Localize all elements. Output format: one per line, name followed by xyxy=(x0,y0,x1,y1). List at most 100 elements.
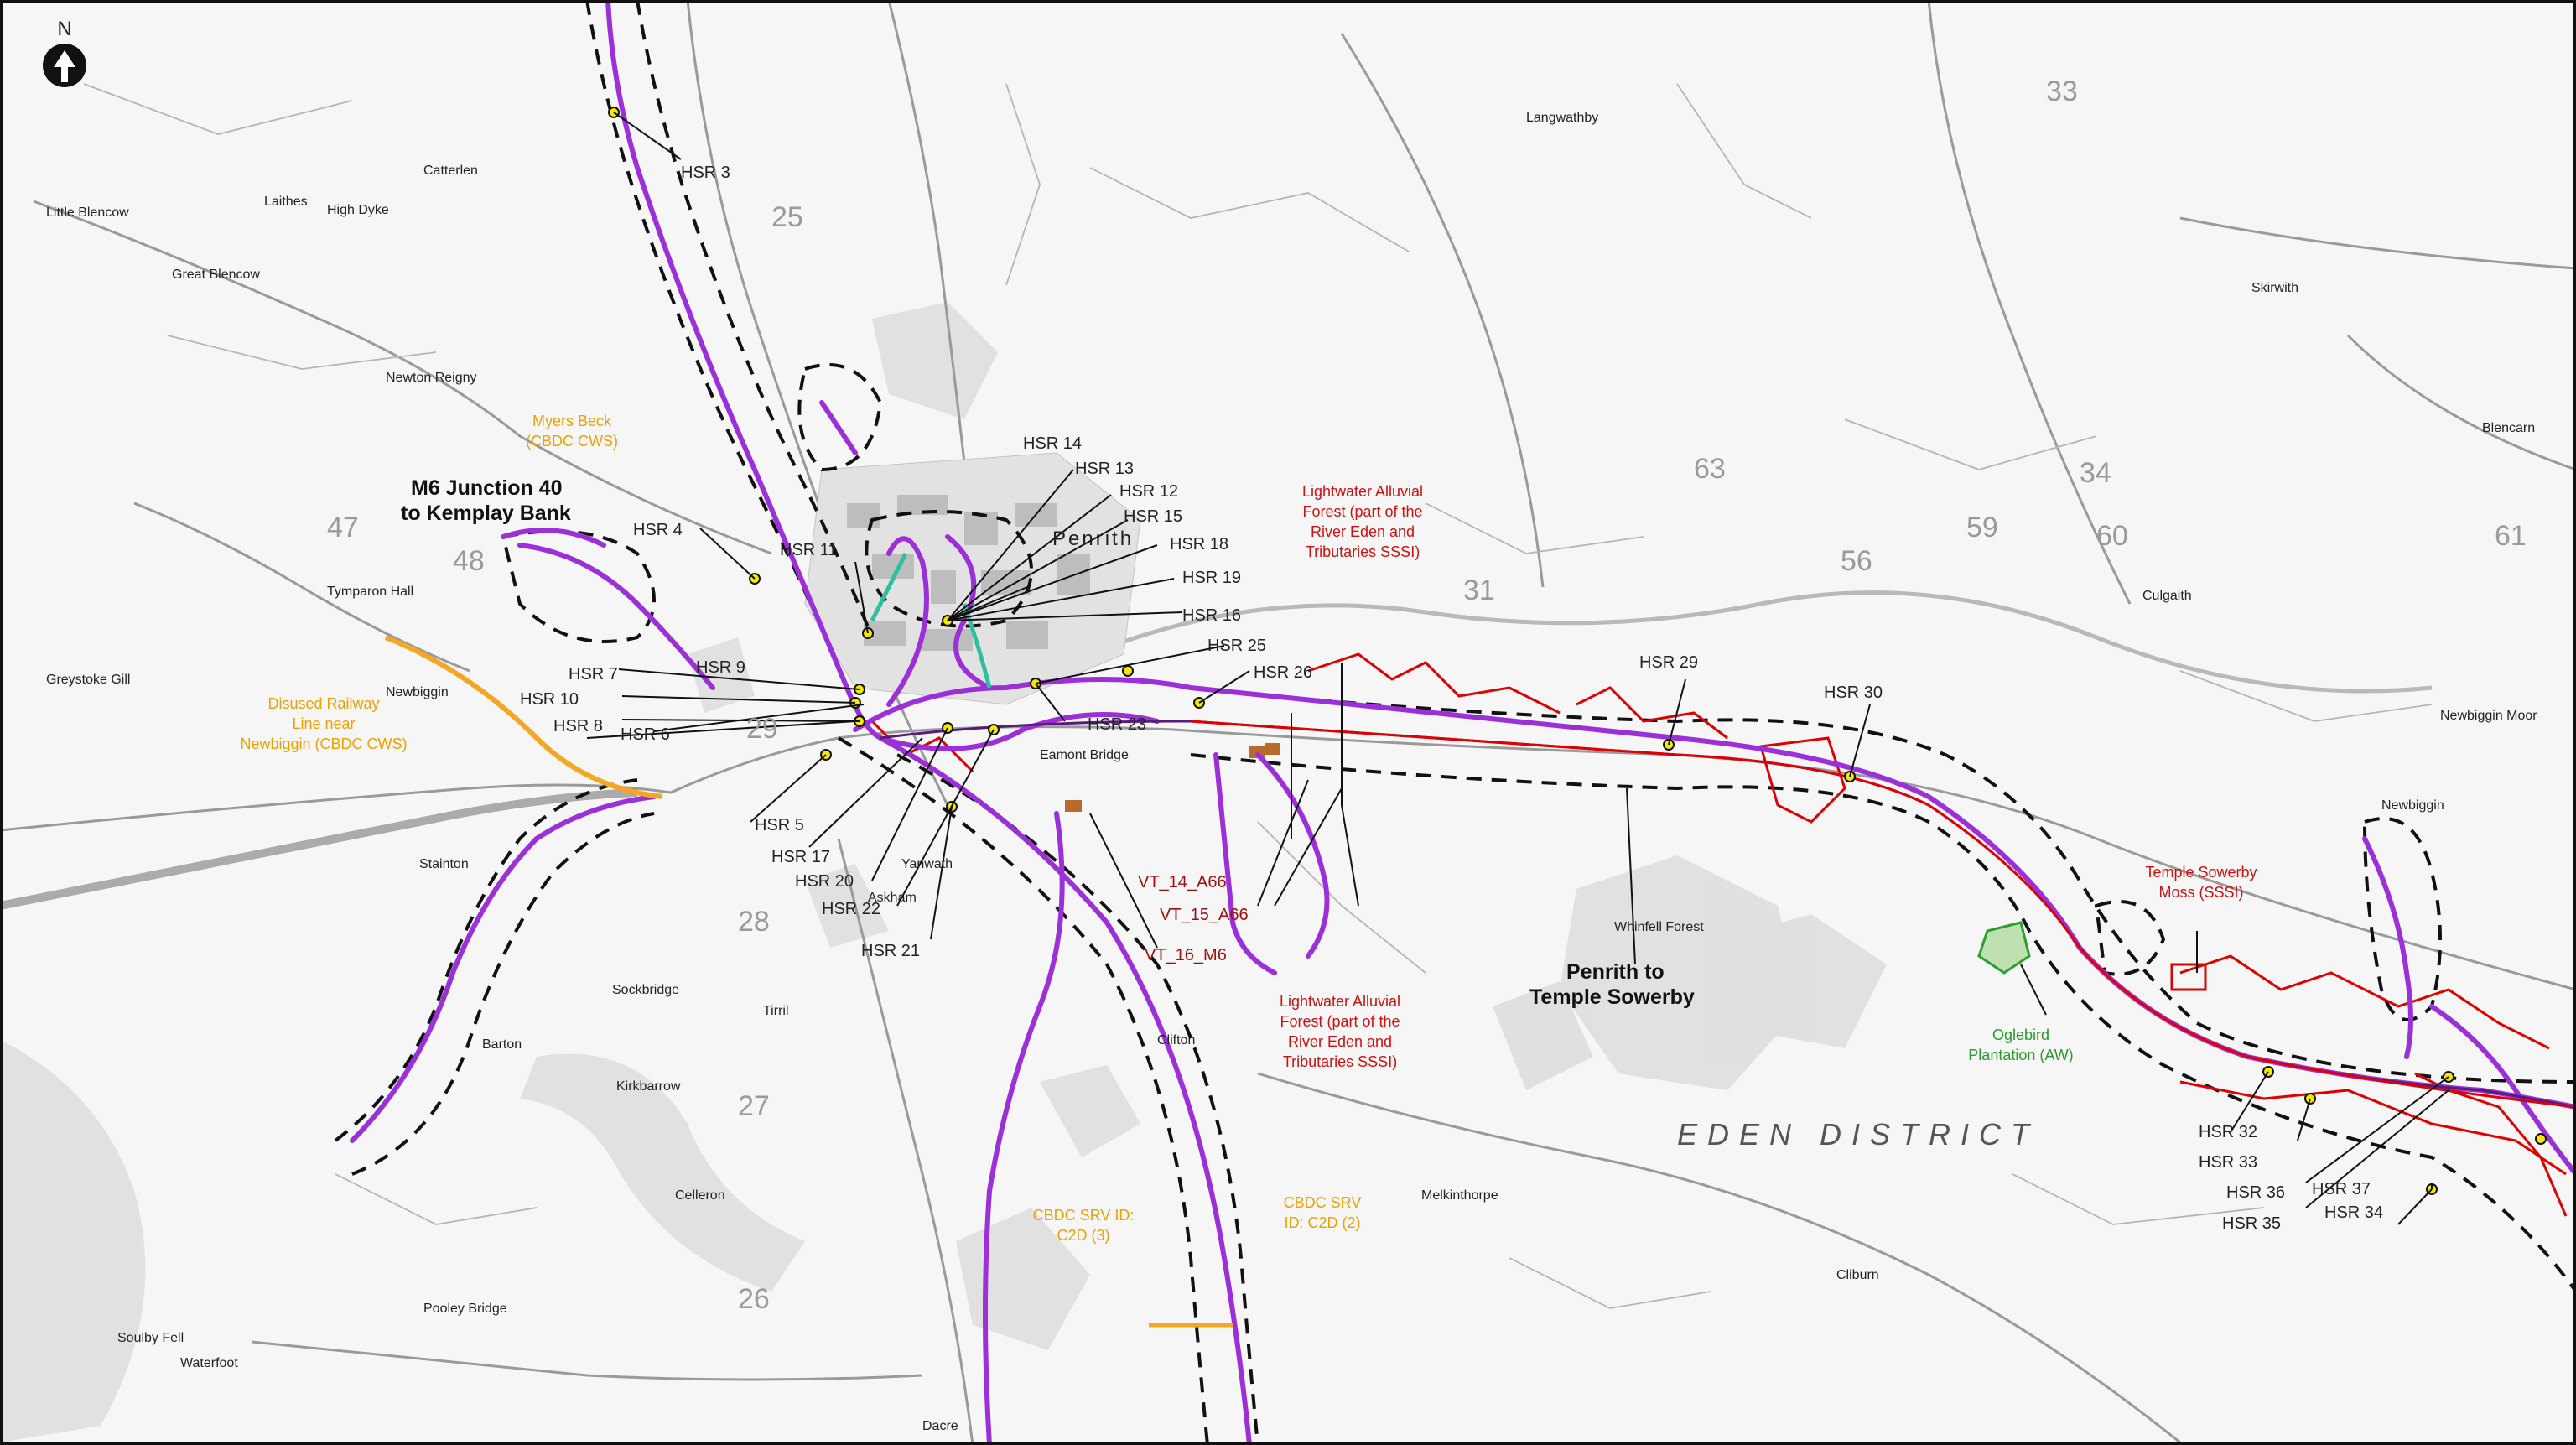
route-title-line: Temple Sowerby xyxy=(1530,985,1695,1009)
hsr-label: HSR 32 xyxy=(2199,1123,2257,1141)
route-title-line: Penrith to xyxy=(1566,960,1665,984)
place-name: Kirkbarrow xyxy=(616,1079,681,1094)
minor-lanes xyxy=(83,83,2433,1309)
north-label: N xyxy=(57,18,71,40)
designation-line: C2D (3) xyxy=(1057,1227,1109,1244)
place-name: Soulby Fell xyxy=(117,1331,184,1345)
place-name: Cliburn xyxy=(1836,1268,1879,1282)
place-name: Melkinthorpe xyxy=(1421,1188,1498,1203)
leader-lines xyxy=(586,112,2449,1225)
hsr-label: HSR 14 xyxy=(1023,434,1082,453)
place-name: Langwathby xyxy=(1526,111,1598,125)
hsr-label: HSR 26 xyxy=(1254,663,1312,682)
teal-link xyxy=(870,552,992,689)
hsr-label: HSR 33 xyxy=(2199,1153,2257,1172)
place-name: Newbiggin Moor xyxy=(2440,709,2537,723)
designation-cbdc-srv-2: CBDC SRV ID: C2D (2) xyxy=(1284,1194,1362,1231)
hsr-label: HSR 23 xyxy=(1088,715,1146,734)
place-name: Laithes xyxy=(264,195,308,209)
designation-line: Myers Beck xyxy=(532,413,612,429)
designation-lightwater-2: Lightwater Alluvial Forest (part of the … xyxy=(1280,993,1400,1070)
place-name: Penrith xyxy=(1052,528,1134,550)
hsr-label: HSR 11 xyxy=(780,541,838,559)
red-constraint-areas xyxy=(870,652,2568,1217)
designation-line: CBDC SRV ID: xyxy=(1033,1207,1135,1224)
place-name: Great Blencow xyxy=(172,268,260,282)
designation-temple-moss: Temple Sowerby Moss (SSSI) xyxy=(2145,864,2257,901)
place-name: Newbiggin xyxy=(2381,798,2444,813)
hsr-label: HSR 12 xyxy=(1119,482,1178,501)
hsr-label: HSR 19 xyxy=(1182,569,1241,587)
hsr-label: HSR 21 xyxy=(861,942,920,960)
designation-line: Tributaries SSSI) xyxy=(1306,543,1420,560)
place-name: Stainton xyxy=(419,857,469,871)
grid-number: 26 xyxy=(738,1283,770,1315)
hsr-label: HSR 7 xyxy=(569,665,618,684)
river-eden xyxy=(1089,590,2433,694)
designation-cbdc-srv-3: CBDC SRV ID: C2D (3) xyxy=(1033,1207,1135,1244)
disused-railway-line xyxy=(384,635,663,799)
designation-line: Lightwater Alluvial xyxy=(1302,483,1423,500)
hsr-label: HSR 37 xyxy=(2312,1180,2371,1198)
designation-line: CBDC SRV xyxy=(1284,1194,1362,1211)
hsr-label: HSR 9 xyxy=(696,658,745,677)
penrith-buildings xyxy=(847,495,1090,651)
vt-16-marker xyxy=(1065,800,1082,812)
place-name: Clifton xyxy=(1157,1033,1195,1047)
designation-line: Oglebird xyxy=(1992,1027,2049,1043)
grid-number: 27 xyxy=(738,1090,770,1122)
place-name: Tymparon Hall xyxy=(327,585,413,599)
hsr-label: HSR 5 xyxy=(755,816,804,834)
designation-line: Newbiggin (CBDC CWS) xyxy=(240,735,407,752)
north-arrow-icon: N xyxy=(43,18,86,87)
designation-line: (CBDC CWS) xyxy=(526,433,618,450)
designation-line: Plantation (AW) xyxy=(1968,1047,2073,1063)
place-name: Newbiggin xyxy=(386,685,449,699)
hsr-label: HSR 36 xyxy=(2226,1183,2285,1202)
place-name: Pooley Bridge xyxy=(423,1302,507,1316)
hsr-labels: HSR 3 HSR 4 HSR 5 HSR 6 HSR 7 HSR 8 HSR … xyxy=(520,164,2383,1233)
hsr-label: HSR 20 xyxy=(795,872,854,891)
place-name: Barton xyxy=(482,1037,522,1052)
place-name: Skirwith xyxy=(2251,281,2298,295)
place-name: Yanwath xyxy=(901,857,953,871)
place-name: Celleron xyxy=(675,1188,725,1203)
designation-line: Lightwater Alluvial xyxy=(1280,993,1400,1010)
place-name: Dacre xyxy=(922,1419,958,1433)
grid-number: 33 xyxy=(2046,75,2078,107)
hsr-label: HSR 16 xyxy=(1182,606,1241,625)
place-name: Newton Reigny xyxy=(386,371,477,385)
hsr-label: HSR 4 xyxy=(633,521,683,539)
designation-line: Line near xyxy=(292,715,355,732)
hsr-label: HSR 22 xyxy=(822,900,880,918)
route-title-line: to Kemplay Bank xyxy=(401,502,571,525)
designation-line: Disused Railway xyxy=(267,695,379,712)
designation-myers-beck: Myers Beck (CBDC CWS) xyxy=(526,413,618,450)
grid-number: 28 xyxy=(738,906,770,938)
terrain-shading xyxy=(688,302,1887,1350)
hsr-label: HSR 18 xyxy=(1170,535,1228,554)
route-title-m6: M6 Junction 40 to Kemplay Bank xyxy=(401,476,571,525)
designation-disused-railway: Disused Railway Line near Newbiggin (CBD… xyxy=(240,695,407,752)
grid-number: 56 xyxy=(1841,545,1872,577)
grid-number: 60 xyxy=(2096,520,2128,552)
grid-number: 34 xyxy=(2080,457,2111,489)
a66-road xyxy=(0,788,638,910)
hsr-label: HSR 6 xyxy=(621,725,670,744)
vt-label: VT_16_M6 xyxy=(1145,946,1227,964)
district-label: EDEN DISTRICT xyxy=(1677,1117,2039,1151)
grid-number: 25 xyxy=(771,201,803,233)
grid-number: 29 xyxy=(746,713,778,745)
route-title-line: M6 Junction 40 xyxy=(411,476,563,500)
designation-line: ID: C2D (2) xyxy=(1284,1214,1360,1231)
designation-line: River Eden and xyxy=(1288,1033,1392,1050)
temple-moss-boundary xyxy=(2170,963,2207,991)
place-name: Whinfell Forest xyxy=(1614,920,1704,934)
place-name: Tirril xyxy=(763,1004,789,1018)
place-name: Greystoke Gill xyxy=(46,673,130,687)
hsr-label: HSR 3 xyxy=(681,164,730,182)
